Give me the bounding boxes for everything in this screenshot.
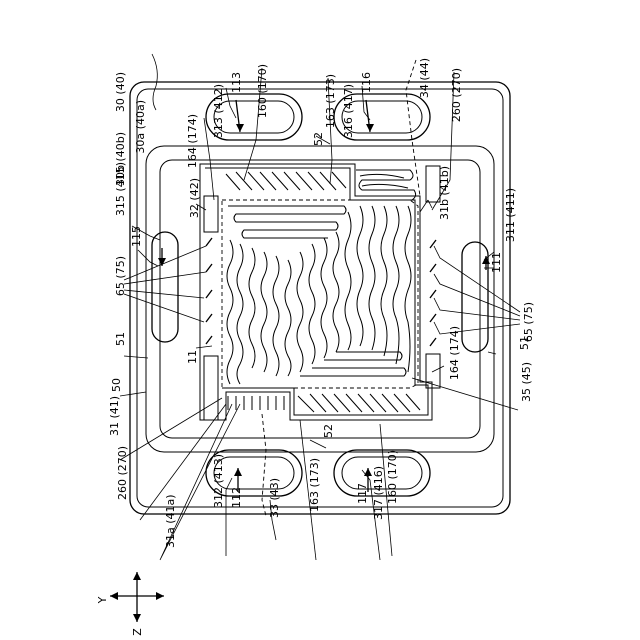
label-35: 35 (45) [520, 362, 533, 402]
label-50: 50 [110, 378, 123, 392]
label-31: 31 (41) [108, 396, 121, 436]
label-260-bottom: 260 (270) [116, 446, 129, 500]
label-160-top: 160 (170) [256, 64, 269, 118]
dashed-leader-33 [262, 414, 266, 516]
label-316: 316 (417) [342, 84, 355, 138]
label-315: 315 (415) [114, 162, 127, 216]
block-164-bottom-left [204, 356, 218, 420]
label-51-right: 51 [518, 336, 531, 350]
serpentine-channels [227, 170, 416, 410]
label-260-top: 260 (270) [450, 68, 463, 122]
label-160-bottom: 160 (170) [386, 450, 399, 504]
label-52-top: 52 [312, 132, 325, 146]
label-164-top: 164 (174) [186, 114, 199, 168]
label-164-bottom: 164 (174) [448, 326, 461, 380]
flow-field-boundary [200, 164, 432, 420]
manifold-311 [462, 242, 488, 352]
label-116: 116 [360, 72, 373, 93]
label-313: 313 (412) [212, 84, 225, 138]
label-163-bottom: 163 (173) [308, 458, 321, 512]
label-30: 30 (40) [114, 72, 127, 112]
label-33: 33 (43) [268, 478, 281, 518]
label-30a: 30a (40a) [134, 100, 147, 154]
label-65-left: 65 (75) [114, 256, 127, 296]
label-112: 112 [230, 487, 243, 508]
manifold-315 [152, 232, 178, 342]
label-31a: 31a (41a) [164, 494, 177, 548]
top-diagonal-ribs [226, 172, 346, 190]
dashes-65-left [206, 238, 212, 344]
label-163-top: 163 (173) [324, 74, 337, 128]
label-317: 317 (416) [372, 466, 385, 520]
axis-indicator [110, 572, 164, 622]
label-311: 311 (411) [504, 188, 517, 242]
bottom-diagonal-ribs [298, 394, 420, 412]
axis-label-y: Y [96, 596, 109, 604]
label-11: 11 [186, 350, 199, 364]
axis-label-z: Z [131, 628, 144, 636]
label-312: 312 (413) [212, 454, 225, 508]
label-115: 115 [130, 226, 143, 247]
label-111: 111 [490, 252, 503, 273]
label-34: 34 (44) [418, 58, 431, 98]
label-51-left: 51 [114, 332, 127, 346]
label-113: 113 [230, 72, 243, 93]
label-117: 117 [356, 483, 369, 504]
block-164-top [204, 196, 218, 232]
dashes-65-right [430, 240, 436, 346]
label-32: 32 (42) [188, 178, 201, 218]
label-52-bottom: 52 [322, 424, 335, 438]
label-31b: 31b (41b) [438, 166, 451, 220]
